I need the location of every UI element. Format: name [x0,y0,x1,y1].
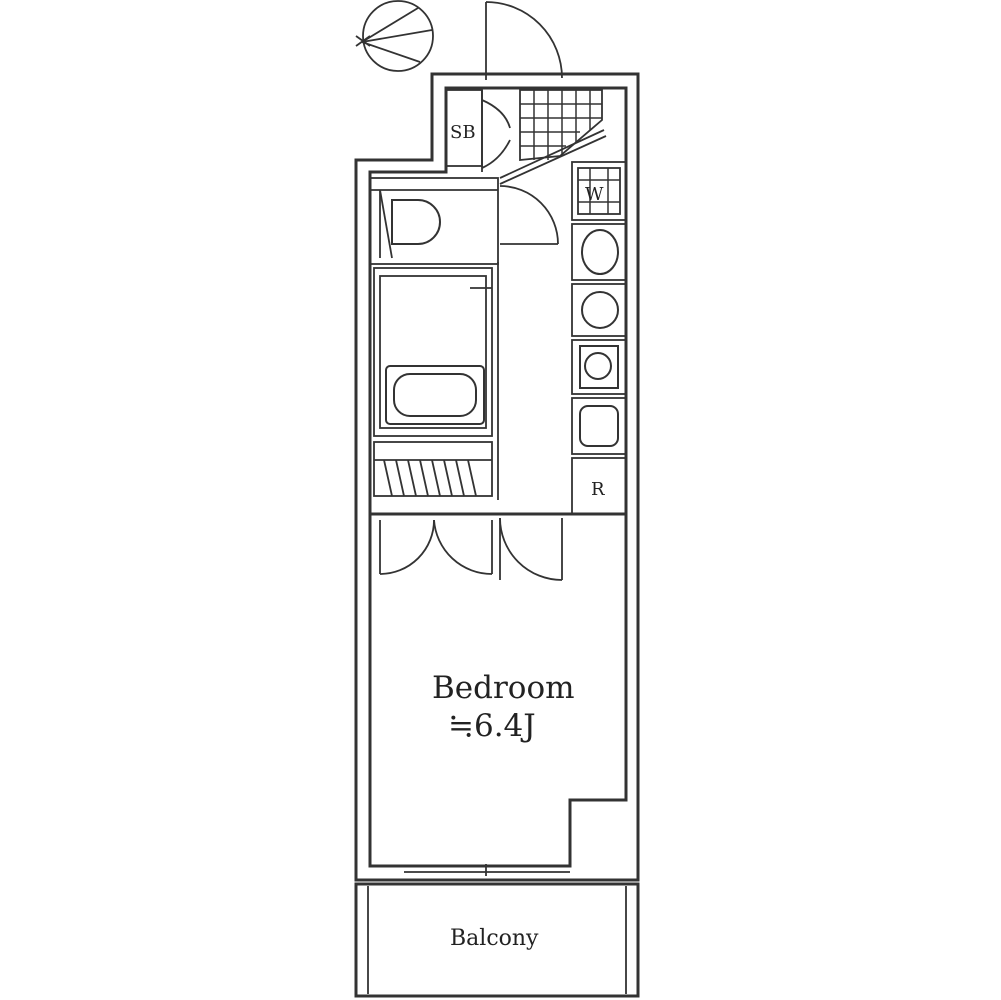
balcony [354,882,640,998]
bathtub-icon [385,365,485,425]
bathroom [373,262,499,500]
balcony-label: Balcony [450,926,539,951]
bedroom-label: Bedroom [432,670,575,706]
refrigerator-label: R [591,479,605,500]
stove-icon [579,345,619,389]
compass-icon [355,0,434,72]
closet-shelf [373,441,493,497]
entry-tile-floor [519,89,603,161]
genkan [445,89,607,185]
entrance-door[interactable] [485,1,563,80]
sink-icon [581,229,619,275]
washer-label: W [585,184,604,205]
shoe-box-label: SB [450,122,476,143]
balcony-window[interactable] [404,864,570,876]
kitchen [571,161,627,515]
toilet-room [369,177,559,265]
bedroom-partition [370,512,626,581]
washer-tile [577,167,621,215]
bedroom-size-label: ≒6.4J [448,708,536,744]
toilet-icon [391,199,441,245]
